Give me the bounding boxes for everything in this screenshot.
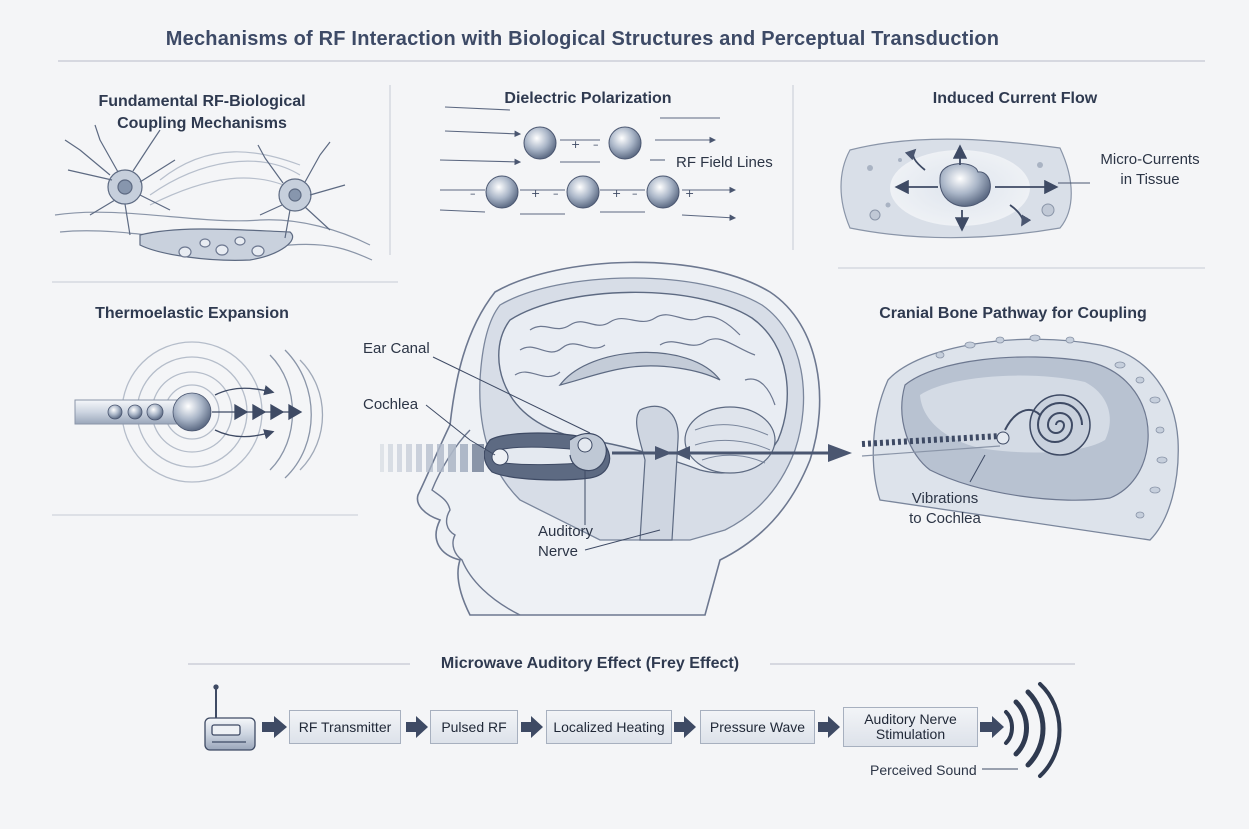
auditory-nerve-label: Auditory Nerve — [538, 522, 593, 562]
auditory-line1: Auditory — [538, 522, 593, 542]
fundamental-title: Fundamental RF-Biological Coupling Mecha… — [52, 91, 352, 135]
neuron-illustration — [55, 125, 372, 260]
svg-text:–: – — [593, 138, 599, 151]
svg-text:–: – — [470, 187, 476, 200]
vibrations-label: Vibrations to Cochlea — [895, 489, 995, 529]
svg-text:–: – — [553, 187, 559, 200]
perceived-sound-label: Perceived Sound — [870, 760, 977, 780]
sound-waves-icon — [1006, 684, 1060, 776]
svg-text:+: + — [612, 187, 621, 200]
ear-canal-label: Ear Canal — [363, 339, 430, 359]
svg-text:+: + — [685, 187, 694, 200]
svg-text:+: + — [571, 138, 580, 151]
field-lines-label: RF Field Lines — [676, 153, 773, 173]
fundamental-title-line1: Fundamental RF-Biological — [52, 91, 352, 113]
flow-step-pressure-wave: Pressure Wave — [700, 710, 815, 744]
thermo-title: Thermoelastic Expansion — [52, 303, 332, 325]
micro-currents-line1: Micro-Currents — [1090, 150, 1210, 170]
svg-text:+: + — [531, 187, 540, 200]
flow-step-localized-heating: Localized Heating — [546, 710, 672, 744]
cranial-title: Cranial Bone Pathway for Coupling — [858, 303, 1168, 325]
flow-step-rf-transmitter: RF Transmitter — [289, 710, 401, 744]
thermo-arrows — [212, 388, 301, 436]
vibrations-line1: Vibrations — [895, 489, 995, 509]
fundamental-title-line2: Coupling Mechanisms — [52, 113, 352, 135]
transmitter-icon — [205, 685, 255, 750]
tissue-illustration — [841, 139, 1090, 238]
dipoles — [486, 127, 679, 208]
induced-title: Induced Current Flow — [865, 88, 1165, 110]
auditory-line2: Nerve — [538, 542, 593, 562]
head-illustration — [417, 262, 819, 615]
svg-text:–: – — [632, 187, 638, 200]
page-title: Mechanisms of RF Interaction with Biolog… — [0, 28, 1165, 51]
dielectric-title: Dielectric Polarization — [438, 88, 738, 110]
micro-currents-label: Micro-Currents in Tissue — [1090, 150, 1210, 190]
flow-step5-line1: Auditory Nerve — [864, 712, 957, 727]
flow-step-auditory-nerve: Auditory Nerve Stimulation — [843, 707, 978, 747]
flow-step5-line2: Stimulation — [876, 727, 945, 742]
vibrations-line2: to Cochlea — [895, 509, 995, 529]
flow-step-pulsed-rf: Pulsed RF — [430, 710, 518, 744]
cochlea-label: Cochlea — [363, 395, 418, 415]
flow-title: Microwave Auditory Effect (Frey Effect) — [410, 653, 770, 675]
micro-currents-line2: in Tissue — [1090, 170, 1210, 190]
